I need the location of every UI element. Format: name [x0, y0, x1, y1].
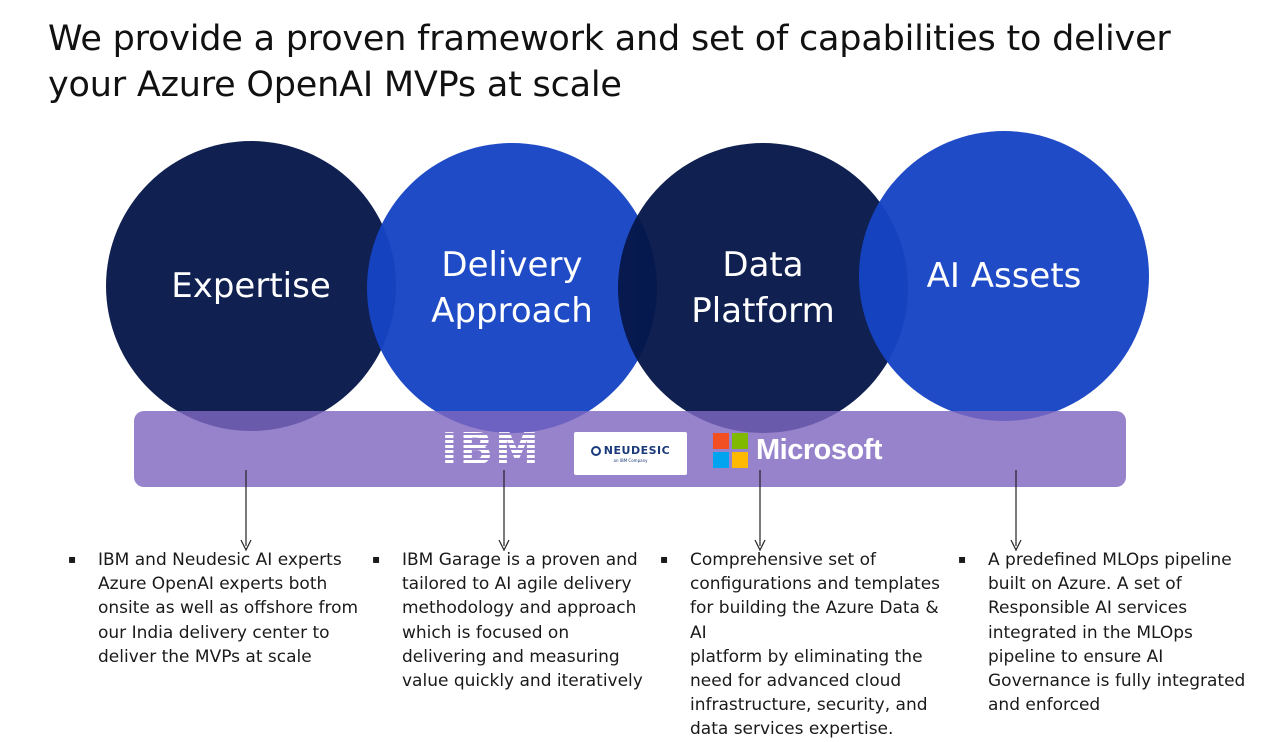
circle-expertise: Expertise [106, 141, 396, 431]
neudesic-logo: NEUDESIC an IBM Company [574, 432, 687, 475]
circle-delivery-approach-label: Delivery Approach [431, 245, 593, 331]
microsoft-windows-icon [713, 432, 748, 468]
slide-title: We provide a proven framework and set of… [48, 16, 1248, 108]
arrow-data-platform [753, 470, 767, 552]
bullet-data-platform-text: Comprehensive set of configurations and … [690, 550, 941, 740]
bullet-ai-assets-text: A predefined MLOps pipeline built on Azu… [988, 550, 1246, 716]
arrow-delivery-approach [497, 470, 511, 552]
ibm-logo: IBM [437, 424, 545, 475]
slide-title-line-2: your Azure OpenAI MVPs at scale [48, 65, 622, 105]
neudesic-logo-subtext: an IBM Company [613, 458, 648, 463]
neudesic-logo-text: NEUDESIC [603, 444, 671, 457]
bullet-delivery-approach-text: IBM Garage is a proven and tailored to A… [402, 550, 643, 692]
ibm-logo-text: IBM [441, 424, 541, 475]
arrow-ai-assets [1009, 470, 1023, 552]
microsoft-logo: Microsoft [713, 430, 883, 470]
arrow-expertise [239, 470, 253, 552]
circle-delivery-approach: Delivery Approach [367, 143, 657, 433]
slide-title-line-1: We provide a proven framework and set of… [48, 19, 1171, 59]
neudesic-mark-icon [590, 445, 601, 456]
bullet-marker: ▪ [68, 552, 77, 566]
bullet-marker: ▪ [660, 552, 669, 566]
bullet-marker: ▪ [372, 552, 381, 566]
circle-ai-assets-label: AI Assets [926, 256, 1082, 296]
microsoft-logo-text: Microsoft [756, 433, 883, 466]
circle-expertise-label: Expertise [171, 266, 331, 306]
bullet-marker: ▪ [958, 552, 967, 566]
circle-ai-assets: AI Assets [859, 131, 1149, 421]
circle-data-platform-label: Data Platform [691, 245, 835, 331]
bullet-expertise-text: IBM and Neudesic AI experts Azure OpenAI… [98, 550, 359, 667]
